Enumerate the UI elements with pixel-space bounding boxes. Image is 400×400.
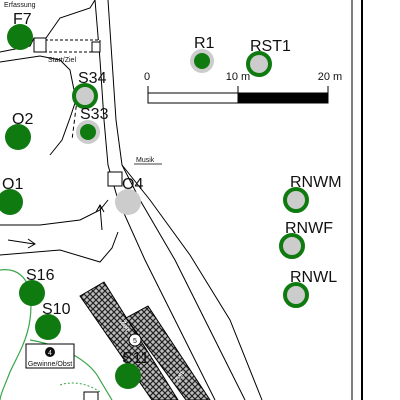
station-rnwf bbox=[279, 233, 305, 259]
stand-number: 4 bbox=[48, 350, 52, 357]
building-edge bbox=[0, 55, 77, 156]
tent-number: 5 bbox=[133, 338, 137, 345]
vegetation-line-2 bbox=[29, 339, 113, 400]
station-o4 bbox=[115, 189, 141, 215]
tent-number-badge bbox=[128, 333, 142, 347]
music-label: Musik bbox=[136, 157, 155, 164]
station-s34 bbox=[72, 83, 98, 109]
scale-bar bbox=[147, 86, 329, 104]
vegetation-dots bbox=[59, 382, 101, 393]
road-main-right bbox=[107, 0, 246, 400]
arrow-up-road bbox=[95, 203, 105, 231]
station-rnwl bbox=[283, 282, 309, 308]
stand-badge bbox=[45, 347, 55, 357]
station-label-rnwf: RNWF bbox=[285, 220, 333, 237]
vegetation-line bbox=[0, 269, 32, 400]
station-o2 bbox=[5, 124, 31, 150]
erfassung-box bbox=[33, 37, 47, 53]
scale-tick-0: 0 bbox=[144, 71, 150, 83]
music-box bbox=[107, 171, 123, 187]
start-finish-label: Start/Ziel bbox=[48, 57, 76, 64]
station-label-s34: S34 bbox=[78, 70, 107, 87]
small-box-a bbox=[91, 41, 101, 53]
station-r1-core bbox=[194, 53, 210, 69]
erfassung-label: Erfassung bbox=[4, 2, 36, 9]
station-s33-core bbox=[80, 124, 96, 140]
station-label-o1: O1 bbox=[2, 176, 23, 193]
tent-row-b bbox=[125, 305, 211, 400]
scale-tick-20: 20 m bbox=[318, 71, 342, 83]
small-box-b bbox=[83, 391, 99, 400]
stand-label: Gewinne/Obst bbox=[28, 361, 72, 368]
scale-tick-10: 10 m bbox=[226, 71, 250, 83]
station-label-rnwl: RNWL bbox=[290, 269, 337, 286]
arrow-left bbox=[7, 238, 36, 249]
road-outer bbox=[121, 164, 263, 400]
station-label-o4: O4 bbox=[122, 176, 143, 193]
station-rnwm bbox=[283, 187, 309, 213]
station-label-s16: S16 bbox=[26, 267, 55, 284]
station-s11 bbox=[115, 363, 141, 389]
station-f7 bbox=[7, 24, 33, 50]
station-label-s11: S11 bbox=[122, 350, 149, 367]
station-label-o2: O2 bbox=[12, 111, 33, 128]
station-label-s10: S10 bbox=[42, 301, 71, 318]
start-finish-tent bbox=[39, 39, 101, 53]
road-left-branch bbox=[0, 199, 109, 226]
station-s10 bbox=[35, 314, 61, 340]
station-label-f7: F7 bbox=[13, 11, 32, 28]
station-s16 bbox=[19, 280, 45, 306]
station-label-rnwm: RNWM bbox=[290, 174, 342, 191]
station-label-rst1: RST1 bbox=[250, 38, 291, 55]
station-label-s33: S33 bbox=[80, 106, 109, 123]
road-left-branch-2 bbox=[0, 231, 119, 263]
station-o1 bbox=[0, 189, 23, 215]
station-label-r1: R1 bbox=[194, 35, 215, 52]
station-rst1 bbox=[246, 51, 272, 77]
